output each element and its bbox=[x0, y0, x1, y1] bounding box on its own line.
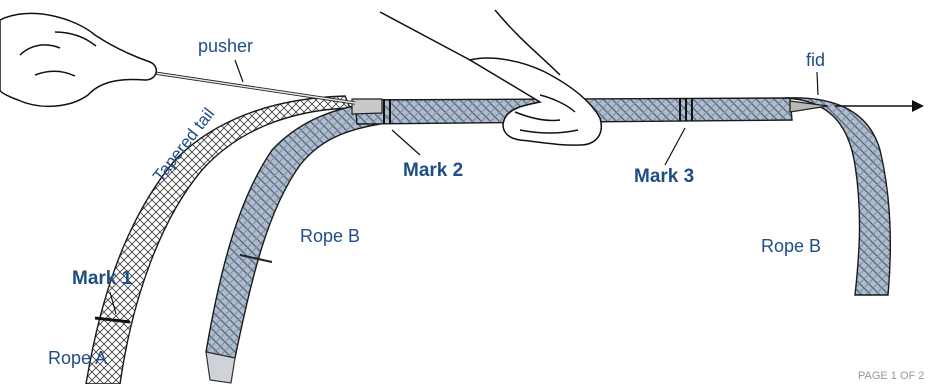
pusher-tool-icon bbox=[148, 72, 355, 103]
mark-2-label: Mark 2 bbox=[403, 160, 463, 182]
mark-1-label: Mark 1 bbox=[72, 268, 132, 290]
left-hand-icon bbox=[0, 13, 156, 106]
page-footer: PAGE 1 OF 2 bbox=[858, 370, 924, 382]
rope-b-left-label: Rope B bbox=[300, 226, 360, 247]
rope-b-end-cap bbox=[206, 352, 235, 383]
pusher-label: pusher bbox=[198, 36, 253, 57]
mark-3-label: Mark 3 bbox=[634, 166, 694, 188]
rope-a-label: Rope A bbox=[48, 348, 107, 369]
rope-b-right bbox=[785, 98, 890, 295]
right-hand-icon bbox=[380, 10, 601, 145]
fid-label: fid bbox=[806, 50, 825, 71]
rope-b-right-label: Rope B bbox=[761, 236, 821, 257]
